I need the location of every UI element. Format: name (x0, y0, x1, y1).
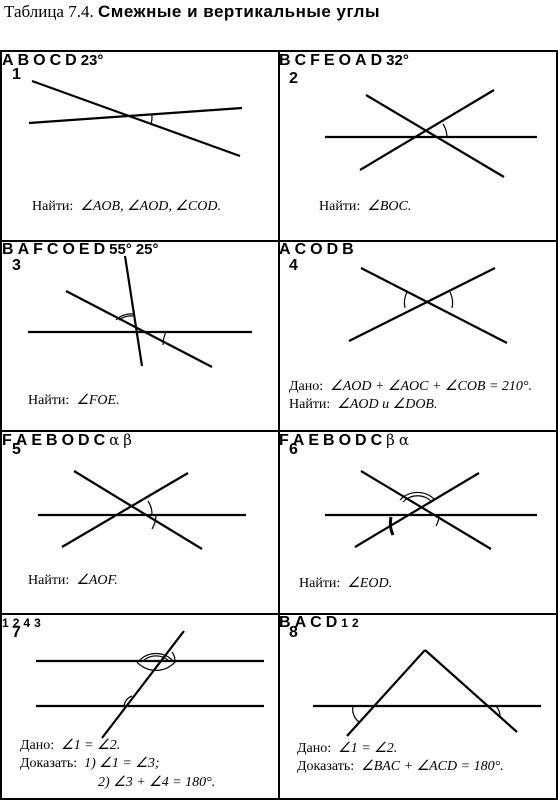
figure-5 (38, 470, 246, 550)
point-label: C (310, 614, 322, 631)
problem-number: 4 (289, 257, 298, 274)
angle-number: 2 (12, 616, 20, 630)
problem-number: 2 (289, 70, 298, 87)
find-text: Найти: ∠BOC. (319, 199, 412, 214)
point-label: A (292, 432, 305, 449)
find-text: Найти: ∠AOF. (28, 573, 118, 588)
point-label: E (78, 241, 90, 258)
problem-7: 7 1 2 4 3 Дано: ∠1 = ∠2. Доказать: 1) ∠1… (2, 614, 279, 800)
grid-lines (2, 52, 556, 798)
point-label: A (2, 52, 14, 69)
point-label: F (310, 52, 320, 69)
angle-number: 1 (341, 616, 348, 630)
given-text: Дано: ∠AOD + ∠AOC + ∠COB = 210°. (289, 379, 533, 394)
point-label: D (93, 241, 106, 258)
point-label: F (2, 432, 12, 449)
figure-6 (325, 470, 537, 550)
point-label: B (342, 241, 354, 258)
angle-label: 25° (135, 241, 159, 258)
problems-grid: 1 A B O C D 23° Найти: ∠AOB, ∠AOD, ∠COD.… (0, 50, 558, 800)
point-label: B (279, 614, 291, 631)
figure-7 (36, 630, 264, 739)
find-text: Найти: ∠EOD. (299, 576, 393, 591)
problem-1: 1 A B O C D 23° Найти: ∠AOB, ∠AOD, ∠COD. (2, 52, 279, 241)
find-text: Найти: ∠FOE. (28, 393, 120, 408)
point-label: A (15, 432, 28, 449)
point-label: B (46, 432, 58, 449)
point-label: D (325, 614, 338, 631)
point-label: O (33, 52, 46, 69)
point-label: C (46, 241, 59, 258)
problem-4: 4 A C O D B Дано: ∠AOD + ∠AOC + ∠COB = 2… (279, 241, 560, 431)
point-label: O (62, 241, 75, 258)
point-label: E (31, 432, 43, 449)
table-title: Таблица 7.4. Смежные и вертикальные углы (4, 2, 380, 22)
problem-2: 2 B C F E O A D 32° Найти: ∠BOC. (279, 52, 560, 241)
prove-text: Доказать: 1) ∠1 = ∠3; (20, 756, 160, 771)
point-label: C (49, 52, 62, 69)
figure-1 (28, 79, 243, 158)
figure-2 (325, 89, 537, 178)
prove-text: Доказать: ∠BAC + ∠ACD = 180°. (297, 759, 504, 774)
angle-label: 23° (80, 52, 104, 69)
angle-number: 2 (351, 616, 359, 630)
point-label: D (370, 52, 383, 69)
point-label: A (355, 52, 367, 69)
problem-number: 3 (12, 257, 21, 274)
point-label: B (323, 432, 335, 449)
point-label: D (78, 432, 90, 449)
table-number: Таблица 7.4. (4, 2, 94, 21)
angle-number: 3 (34, 616, 41, 630)
problem-3: 3 B A F C O E D 55° 25° Найти: ∠FOE. (2, 241, 279, 431)
find-text: Найти: ∠AOD и ∠DOB. (289, 397, 438, 412)
point-label: O (310, 241, 323, 258)
table-heading: Смежные и вертикальные углы (97, 2, 380, 21)
point-label: F (279, 432, 289, 449)
point-label: C (294, 52, 307, 69)
point-label: A (279, 241, 291, 258)
greek-label: α (398, 431, 409, 449)
given-text: Дано: ∠1 = ∠2. (297, 741, 398, 756)
greek-label: β (386, 431, 395, 449)
point-label: B (2, 241, 14, 258)
point-label: A (17, 241, 30, 258)
point-label: O (338, 52, 352, 69)
problem-8: 8 B A C D 1 2 Дано: ∠1 = ∠2. Доказать: ∠… (279, 614, 560, 800)
figure-8 (313, 649, 541, 737)
point-label: O (61, 432, 75, 449)
prove-text: 2) ∠3 + ∠4 = 180°. (98, 775, 216, 790)
angle-number: 1 (2, 616, 9, 630)
point-label: E (308, 432, 320, 449)
problem-number: 6 (289, 441, 298, 458)
problem-5: 5 F A E B O D C α β Найти: ∠AOF. (2, 431, 279, 614)
find-text: Найти: ∠AOB, ∠AOD, ∠COD. (32, 199, 222, 214)
problem-number: 1 (12, 66, 21, 83)
point-label: B (279, 52, 291, 69)
figure-3 (28, 255, 252, 368)
angle-label: 32° (386, 52, 409, 69)
greek-label: β (123, 431, 132, 449)
greek-label: α (109, 431, 120, 449)
point-label: O (338, 432, 352, 449)
point-label: C (294, 241, 307, 258)
problem-number: 5 (12, 441, 21, 458)
point-label: E (323, 52, 335, 69)
figure-4 (348, 267, 508, 344)
point-label: D (65, 52, 77, 69)
given-text: Дано: ∠1 = ∠2. (20, 738, 121, 753)
point-label: D (326, 241, 339, 258)
angle-label: 55° (109, 241, 132, 258)
problem-number: 7 (12, 624, 21, 641)
angle-number: 4 (23, 616, 31, 630)
point-label: C (370, 432, 383, 449)
point-label: A (294, 614, 307, 631)
point-label: C (93, 432, 106, 449)
point-label: D (355, 432, 367, 449)
point-label: B (17, 52, 30, 69)
point-label: F (33, 241, 43, 258)
problem-6: 6 F A E B O D C β α Найти: ∠EOD. (279, 431, 560, 614)
problem-number: 8 (289, 624, 298, 641)
